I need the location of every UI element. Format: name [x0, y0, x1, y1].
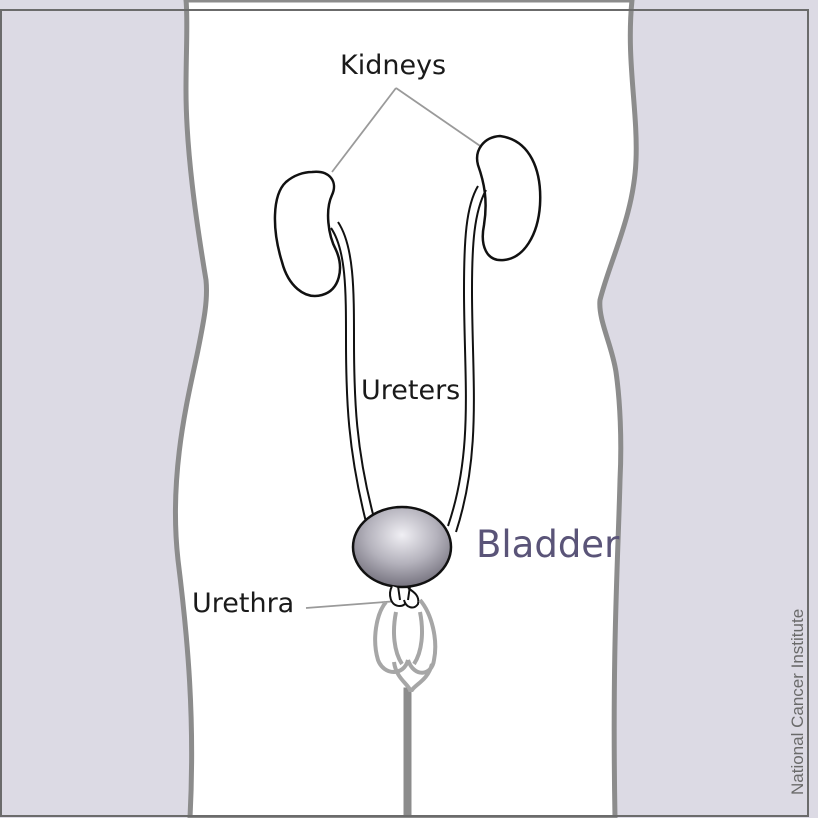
ureters — [330, 185, 487, 533]
credit-text: National Cancer Institute — [788, 608, 807, 795]
body-silhouette — [172, 0, 639, 818]
bladder — [351, 505, 453, 589]
urethra-label: Urethra — [192, 588, 295, 619]
kidneys-label: Kidneys — [340, 50, 447, 81]
genital-outline — [373, 598, 438, 692]
urethra-leader — [305, 600, 399, 609]
right-kidney — [475, 134, 542, 262]
bladder-label: Bladder — [476, 523, 620, 566]
kidneys-leader-left — [331, 87, 397, 173]
kidneys-leader-right — [395, 87, 487, 151]
left-kidney — [273, 170, 342, 298]
urethra — [389, 585, 420, 609]
leader-lines — [305, 87, 487, 609]
image-frame — [0, 9, 809, 817]
ureters-label: Ureters — [361, 375, 461, 406]
